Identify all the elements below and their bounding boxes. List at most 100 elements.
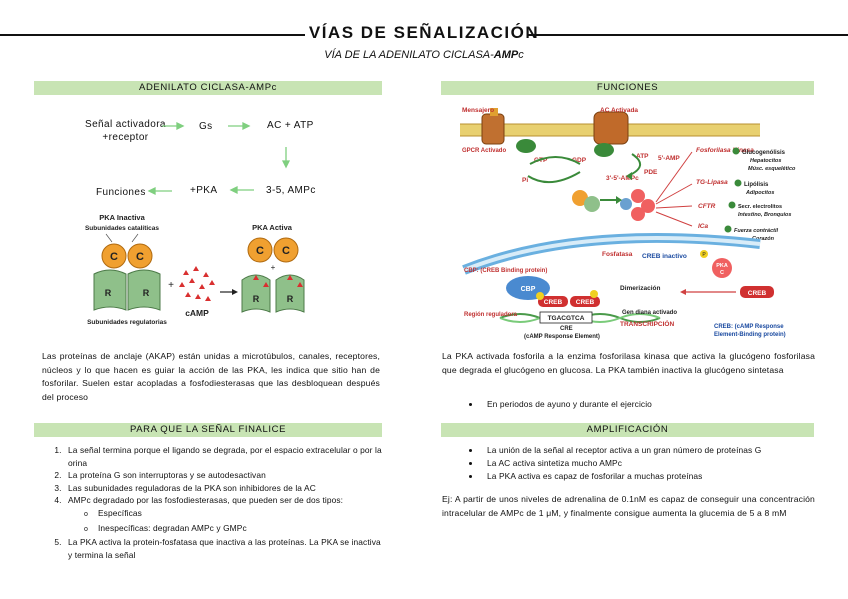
transcripcion-label: TRANSCRIPCIÓN xyxy=(620,319,674,328)
c-label-3: C xyxy=(256,245,264,257)
amp5-label: 5'-AMP xyxy=(658,155,680,162)
camp-label: cAMP xyxy=(185,308,209,318)
intestino-label: Intestino, Bronquios xyxy=(738,212,791,218)
subtitle-bold: AMP xyxy=(493,49,519,61)
cre-label: CRE xyxy=(560,326,573,332)
akap-paragraph: Las proteínas de anclaje (AKAP) están un… xyxy=(42,351,380,402)
pka-catalytic-label: Subunidades catalíticas xyxy=(85,225,159,232)
fosfatasa-label: Fosfatasa xyxy=(602,251,633,258)
section-heading-finalice: PARA QUE LA SEÑAL FINALICE xyxy=(34,423,382,437)
pka-active-c1 xyxy=(247,237,273,263)
creb-shape-1 xyxy=(538,296,568,307)
finalice-item-4-text: AMPc degradado por las fosfodiesterasas,… xyxy=(68,495,344,506)
pka-inactive-c1 xyxy=(101,243,127,269)
cre-full-label: (cAMP Response Element) xyxy=(524,334,600,340)
section-heading-funciones: FUNCIONES xyxy=(441,81,814,95)
pka-inactive-r1 xyxy=(93,269,127,311)
amplificacion-bullet-3: La PKA activa es capaz de fosforilar a m… xyxy=(481,470,815,483)
r-label-4: R xyxy=(287,294,294,304)
pde-label: PDE xyxy=(644,169,658,176)
pka-inactive-r2 xyxy=(127,269,161,311)
section-heading-amplificacion: AMPLIFICACIÓN xyxy=(441,423,814,437)
adipocitos-label: Adipocitos xyxy=(745,190,774,196)
tg-label: TG-Lipasa xyxy=(696,179,728,186)
creb-def-label-2: Element-Binding protein) xyxy=(714,332,786,338)
finalice-subitem-2: Inespecíficas: degradan AMPc y GMPc xyxy=(80,522,386,537)
amplificacion-bullet-2: La AC activa sintetiza mucho AMPc xyxy=(481,457,815,470)
r-label-2: R xyxy=(143,288,150,298)
camp35-label: 3'-5'-AMPc xyxy=(606,175,639,182)
tgacgtca-box xyxy=(539,311,593,324)
dimerizacion-label: Dimerización xyxy=(620,285,660,292)
finalice-item-3: Las subunidades reguladoras de la PKA so… xyxy=(64,482,386,495)
ac-activada-label: AC Activada xyxy=(600,107,638,114)
flow-pka: +PKA xyxy=(190,185,218,196)
tgacgtca-text: TGACGTCA xyxy=(548,315,585,322)
flow-signal-line2: +receptor xyxy=(102,132,149,143)
finalice-item-1: La señal termina porque el ligando se de… xyxy=(64,444,386,469)
pka-active-r2 xyxy=(275,274,305,313)
pka-active-title: PKA Activa xyxy=(252,223,293,232)
atp-label: ATP xyxy=(636,153,649,160)
amplificacion-paragraph: Ej: A partir de unos niveles de adrenali… xyxy=(442,494,815,518)
flow-funciones: Funciones xyxy=(96,187,146,198)
creb-def-label: CREB: (cAMP Response xyxy=(714,324,784,330)
gtp-label: GTP xyxy=(534,157,548,164)
c-label-4: C xyxy=(282,245,290,257)
plus-sign: + xyxy=(168,280,174,291)
flow-ac: AC + ATP xyxy=(267,120,314,131)
r-label-3: R xyxy=(253,294,260,304)
secr-label: Secr. electrolitos xyxy=(738,204,782,210)
flow-camp: 3-5, AMPc xyxy=(266,185,316,196)
pka-function-paragraph: La PKA activada fosforila a la enzima fo… xyxy=(442,351,815,375)
title-rule-right xyxy=(528,34,848,36)
p-label: P xyxy=(702,252,706,258)
pi-label: Pi xyxy=(522,177,528,184)
camp-molecules xyxy=(179,266,215,301)
flow-signal-line1: Señal activadora xyxy=(85,119,166,130)
amplificacion-bullet-1: La unión de la señal al receptor activa … xyxy=(481,444,815,457)
finalice-sublist: Específicas Inespecíficas: degradan AMPc… xyxy=(68,507,386,536)
pka-nuclear xyxy=(712,258,732,278)
funciones-pathway-diagram: Mensajero GPCR Activado AC Activada GTP … xyxy=(460,107,796,340)
subtitle-prefix: VÍA DE LA ADENILATO CICLASA- xyxy=(324,49,494,61)
gpcr-label: GPCR Activado xyxy=(462,148,506,154)
lipolisis-label: Lipólisis xyxy=(744,182,769,188)
fosforilasa-label: Fosforilasa Kinasa xyxy=(696,147,754,154)
gen-diana-label: Gen diana activado xyxy=(622,310,677,316)
c-label-2: C xyxy=(136,251,144,263)
title-rule-left xyxy=(0,34,305,36)
creb-inactivo-label: CREB inactivo xyxy=(642,253,687,260)
gdp-label: GDP xyxy=(572,157,587,164)
subtitle-suffix: c xyxy=(518,49,524,61)
finalice-item-4: AMPc degradado por las fosfodiesterasas,… xyxy=(64,494,386,536)
fuerza-label: Fuerza contráctil xyxy=(734,228,778,234)
plus-sign-2: + xyxy=(271,263,276,272)
funciones-bullet-item: En periodos de ayuno y durante el ejerci… xyxy=(481,398,813,411)
cbp-text: CBP xyxy=(521,286,536,293)
creb-text-3: CREB xyxy=(748,290,767,297)
flow-signal: Señal activadora +receptor xyxy=(85,118,166,144)
finalice-item-5: La PKA activa la protein-fosfatasa que i… xyxy=(64,536,386,561)
funciones-bullets: En periodos de ayuno y durante el ejerci… xyxy=(443,398,813,411)
corazon-label: Corazón xyxy=(752,236,775,242)
creb-text-2: CREB xyxy=(576,299,595,306)
pka-inactive-c2 xyxy=(127,243,153,269)
amplificacion-bullets: La unión de la señal al receptor activa … xyxy=(443,444,815,483)
finalice-subitem-1: Específicas xyxy=(80,507,386,522)
creb-text-1: CREB xyxy=(544,299,563,306)
c-label-1: C xyxy=(110,251,118,263)
r-label-1: R xyxy=(105,288,112,298)
mensajero-label: Mensajero xyxy=(462,107,494,114)
finalice-list: La señal termina porque el ligando se de… xyxy=(40,444,386,561)
page-subtitle: VÍA DE LA ADENILATO CICLASA-AMPc xyxy=(0,49,848,61)
pka-activation-diagram: PKA Inactiva Subunidades catalíticas C C… xyxy=(85,213,305,326)
pka-regulatory-label: Subunidades regulatorias xyxy=(87,319,167,326)
pka-inactive-title: PKA Inactiva xyxy=(99,213,145,222)
region-label: Región reguladora xyxy=(464,312,518,318)
section-heading-adenilato: ADENILATO CICLASA-AMPc xyxy=(34,81,382,95)
finalice-item-2: La proteína G son interruptoras y se aut… xyxy=(64,469,386,482)
pka-active-r1 xyxy=(241,274,271,313)
creb-shape-3 xyxy=(740,286,774,298)
pka-c-text: C xyxy=(720,270,724,276)
